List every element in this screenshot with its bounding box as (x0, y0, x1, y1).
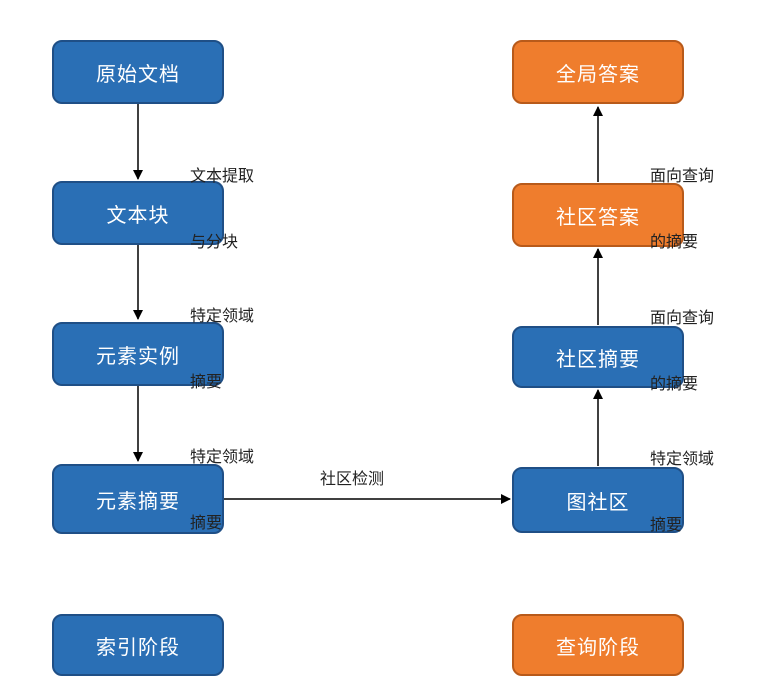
node-community-summary: 社区摘要 (512, 326, 684, 388)
node-query-phase: 查询阶段 (512, 614, 684, 676)
label-line: 面向查询 (650, 308, 715, 327)
label-line: 特定领域 (190, 306, 255, 325)
node-global-answer: 全局答案 (512, 40, 684, 104)
label-graph-to-comm-summary: 特定领域 摘要 (650, 404, 714, 580)
label-answer-to-global: 面向查询 的摘要 (650, 121, 714, 297)
label-line: 的摘要 (650, 232, 699, 251)
label-comm-summary-to-answer: 面向查询 的摘要 (650, 263, 714, 439)
node-element-instance: 元素实例 (52, 322, 224, 386)
label-line: 特定领域 (650, 449, 715, 468)
node-element-summary: 元素摘要 (52, 464, 224, 534)
label-summary-to-graph: 社区检测 (320, 469, 385, 488)
node-graph-community: 图社区 (512, 467, 684, 533)
label-line: 文本提取 (190, 166, 255, 185)
node-text-chunk: 文本块 (52, 181, 224, 245)
node-indexing-phase: 索引阶段 (52, 614, 224, 676)
label-line: 的摘要 (650, 374, 699, 393)
label-instance-to-summary: 特定领域 摘要 (190, 402, 254, 578)
label-chunk-to-instance: 特定领域 摘要 (190, 261, 254, 437)
label-line: 面向查询 (650, 166, 715, 185)
label-line: 摘要 (190, 513, 223, 532)
label-line: 特定领域 (190, 447, 255, 466)
label-line: 摘要 (190, 372, 223, 391)
node-community-answer: 社区答案 (512, 183, 684, 247)
node-original-doc: 原始文档 (52, 40, 224, 104)
label-line: 摘要 (650, 515, 683, 534)
label-line: 与分块 (190, 232, 239, 251)
label-doc-to-chunk: 文本提取 与分块 (190, 121, 254, 297)
